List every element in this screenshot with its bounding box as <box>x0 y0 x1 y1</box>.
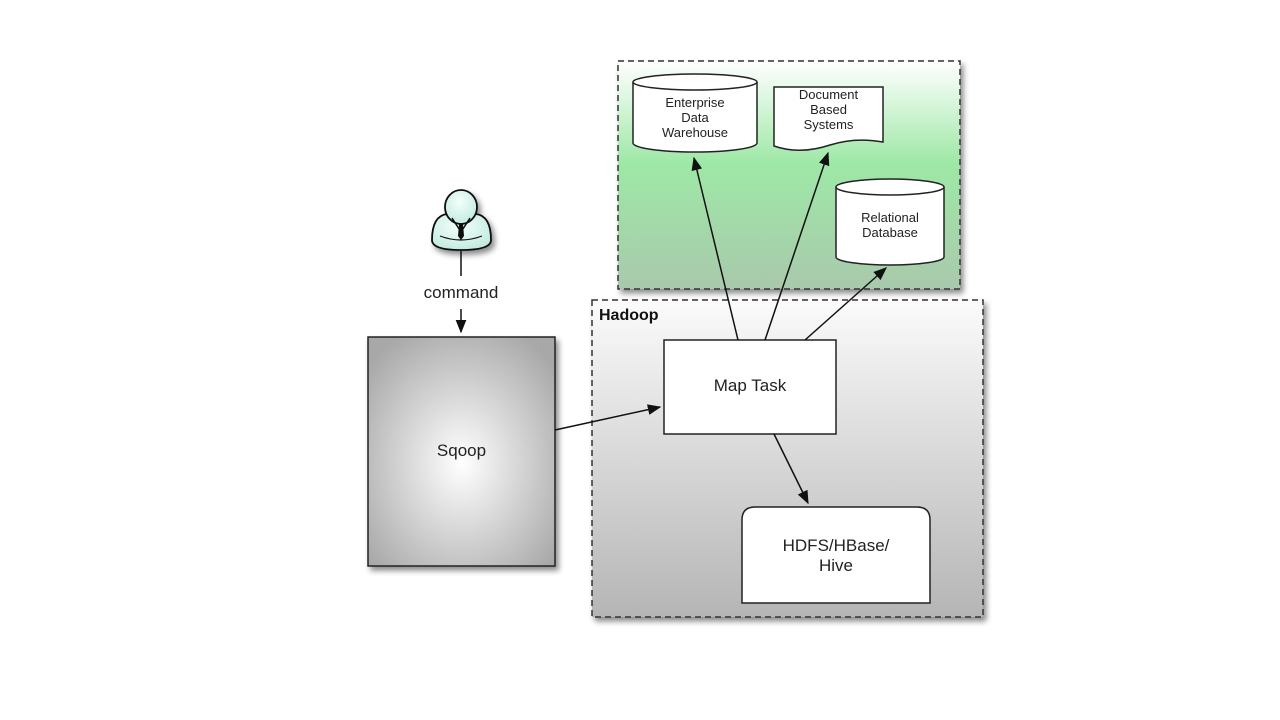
user-icon <box>431 189 492 251</box>
hdfs-node <box>741 506 931 604</box>
hdfs-label: HDFS/HBase/ Hive <box>782 536 890 576</box>
maptask-to-rdb-edge <box>804 267 888 341</box>
sqoop-label: Sqoop <box>436 441 487 460</box>
maptask-to-doc-edge <box>764 151 830 341</box>
rdb-cylinder <box>835 178 945 266</box>
sqoop-node <box>367 336 556 567</box>
doc-label: Document Based Systems <box>798 87 859 132</box>
maptask-to-edw-edge <box>691 156 739 341</box>
map-task-node <box>663 339 837 435</box>
sqoop-to-maptask-edge <box>554 404 662 431</box>
document-shape <box>773 86 884 151</box>
edw-cylinder <box>632 73 758 153</box>
map-task-label: Map Task <box>713 376 787 395</box>
hadoop-group-label: Hadoop <box>599 307 659 324</box>
edw-label: Enterprise Data Warehouse <box>662 95 728 140</box>
rdb-label: Relational Database <box>861 210 919 240</box>
maptask-to-hdfs-edge <box>773 433 809 505</box>
command-label: command <box>400 283 522 303</box>
